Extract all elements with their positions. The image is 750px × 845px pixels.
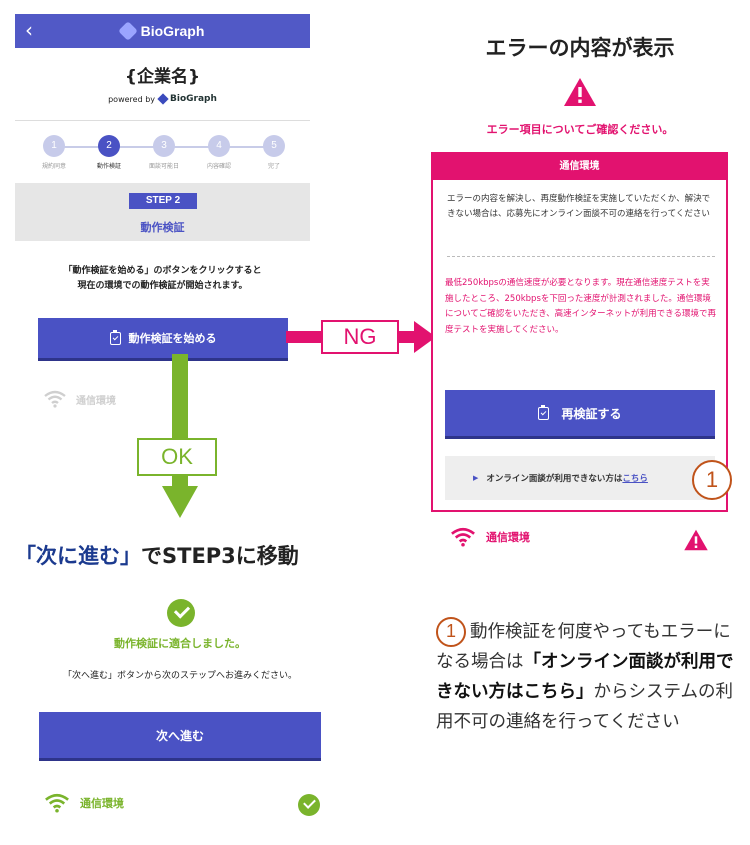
step-1-dot: 1 [43,135,65,157]
step-3: 3 面談可能日 [139,135,189,170]
step-4-label: 内容確認 [206,163,231,170]
company-name: {企業名} [124,67,201,87]
error-title: エラーの内容が表示 [485,36,675,60]
dashed-divider [447,256,715,257]
stepper: 1 規約同意 2 動作検証 3 面談可能日 4 内容確認 5 完了 [15,135,310,175]
step-5: 5 完了 [249,135,299,170]
network-label: 通信環境 [486,531,530,544]
logo-mark-icon [117,21,138,41]
ok-subtext: 「次へ進む」ボタンから次のステップへお進みください。 [62,671,297,681]
back-icon[interactable]: ‹ [25,18,33,42]
error-panel-header: 通信環境 [433,154,726,180]
next-button[interactable]: 次へ進む [39,712,321,758]
step-1: 1 規約同意 [29,135,79,170]
wifi-icon [44,793,70,813]
next-button-label: 次へ進む [155,728,204,743]
ok-message: 動作検証に適合しました。 [114,637,246,650]
play-triangle-icon: ▶ [473,474,479,482]
step-band [15,183,310,241]
warning-icon [564,78,596,106]
warning-icon [684,529,708,551]
callout-number-1: 1 [436,617,466,647]
start-verification-button[interactable]: 動作検証を始める [38,318,288,358]
callout-number-1: 1 [692,460,732,500]
powered-prefix: powered by [108,94,155,104]
move-title-quoted: 「次に進む」 [15,544,141,568]
ok-label: OK [137,438,217,476]
move-step3-title: 「次に進む」でSTEP3に移動 [15,540,299,570]
note-part-2: からシステムの利用不可の連絡を行ってください [436,682,733,732]
brand-mark-icon [157,93,169,105]
powered-by: powered by BioGraph [15,93,310,105]
step-4: 4 内容確認 [194,135,244,170]
app-header: ‹ BioGraph [15,14,310,48]
step-2-dot: 2 [98,135,120,157]
check-circle-icon [167,599,195,627]
wifi-icon [44,390,66,408]
error-subtitle: エラー項目についてご確認ください。 [486,123,674,136]
online-text: オンライン面談が利用できない方は [486,474,623,484]
ok-arrow [162,354,198,518]
step-4-dot: 4 [208,135,230,157]
network-status-error: 通信環境 [450,527,530,547]
online-unavailable-text: オンライン面談が利用できない方はこちら [486,472,648,484]
error-detail: 最低250kbpsの通信速度が必要となります。現在通信速度テストを実施したところ… [445,278,716,335]
powered-brand: BioGraph [157,93,217,105]
online-unavailable-box: ▶ オンライン面談が利用できない方はこちら [445,456,715,500]
network-status-ok: 通信環境 [44,793,124,813]
step-3-dot: 3 [153,135,175,157]
app-logo: BioGraph [117,21,205,41]
ng-label: NG [321,320,399,354]
divider [15,120,310,121]
step-5-dot: 5 [263,135,285,157]
wifi-icon [450,527,476,547]
clipboard-check-icon [538,404,550,420]
check-circle-icon [298,794,320,816]
step-2-label: 動作検証 [96,163,121,170]
retry-label: 再検証する [561,406,622,421]
step-3-label: 面談可能日 [148,163,179,170]
online-unavailable-link[interactable]: こちら [622,474,648,484]
logo-text: BioGraph [140,23,205,39]
clipboard-check-icon [109,329,121,345]
note-bold: 「オンライン面談が利用できない方はこちら」 [436,652,734,702]
instruction-text: 「動作検証を始める」のボタンをクリックすると 現在の環境での動作検証が開始されま… [15,264,310,294]
step-badge: STEP 2 [129,193,197,209]
step-5-label: 完了 [267,163,280,170]
network-status-idle: 通信環境 [44,390,116,408]
retry-verification-button[interactable]: 再検証する [445,390,715,436]
instruction-line-1: 「動作検証を始める」のボタンをクリックすると [63,266,262,276]
note-part-1: 動作検証を何度やってもエラーになる場合は [436,622,731,672]
step-1-label: 規約同意 [41,163,66,170]
step-name: 動作検証 [140,221,185,234]
instruction-line-2: 現在の環境での動作検証が開始されます。 [77,281,248,291]
powered-brand-text: BioGraph [170,94,217,104]
move-title-rest: でSTEP3に移動 [141,544,299,568]
network-label: 通信環境 [76,395,116,407]
step-2: 2 動作検証 [84,135,134,170]
network-label: 通信環境 [80,797,124,810]
start-verification-label: 動作検証を始める [128,333,217,345]
error-instructions: エラーの内容を解決し、再度動作検証を実施していただくか、解決できない場合は、応募… [447,194,711,219]
error-panel: 通信環境 エラーの内容を解決し、再度動作検証を実施していただくか、解決できない場… [431,152,728,512]
